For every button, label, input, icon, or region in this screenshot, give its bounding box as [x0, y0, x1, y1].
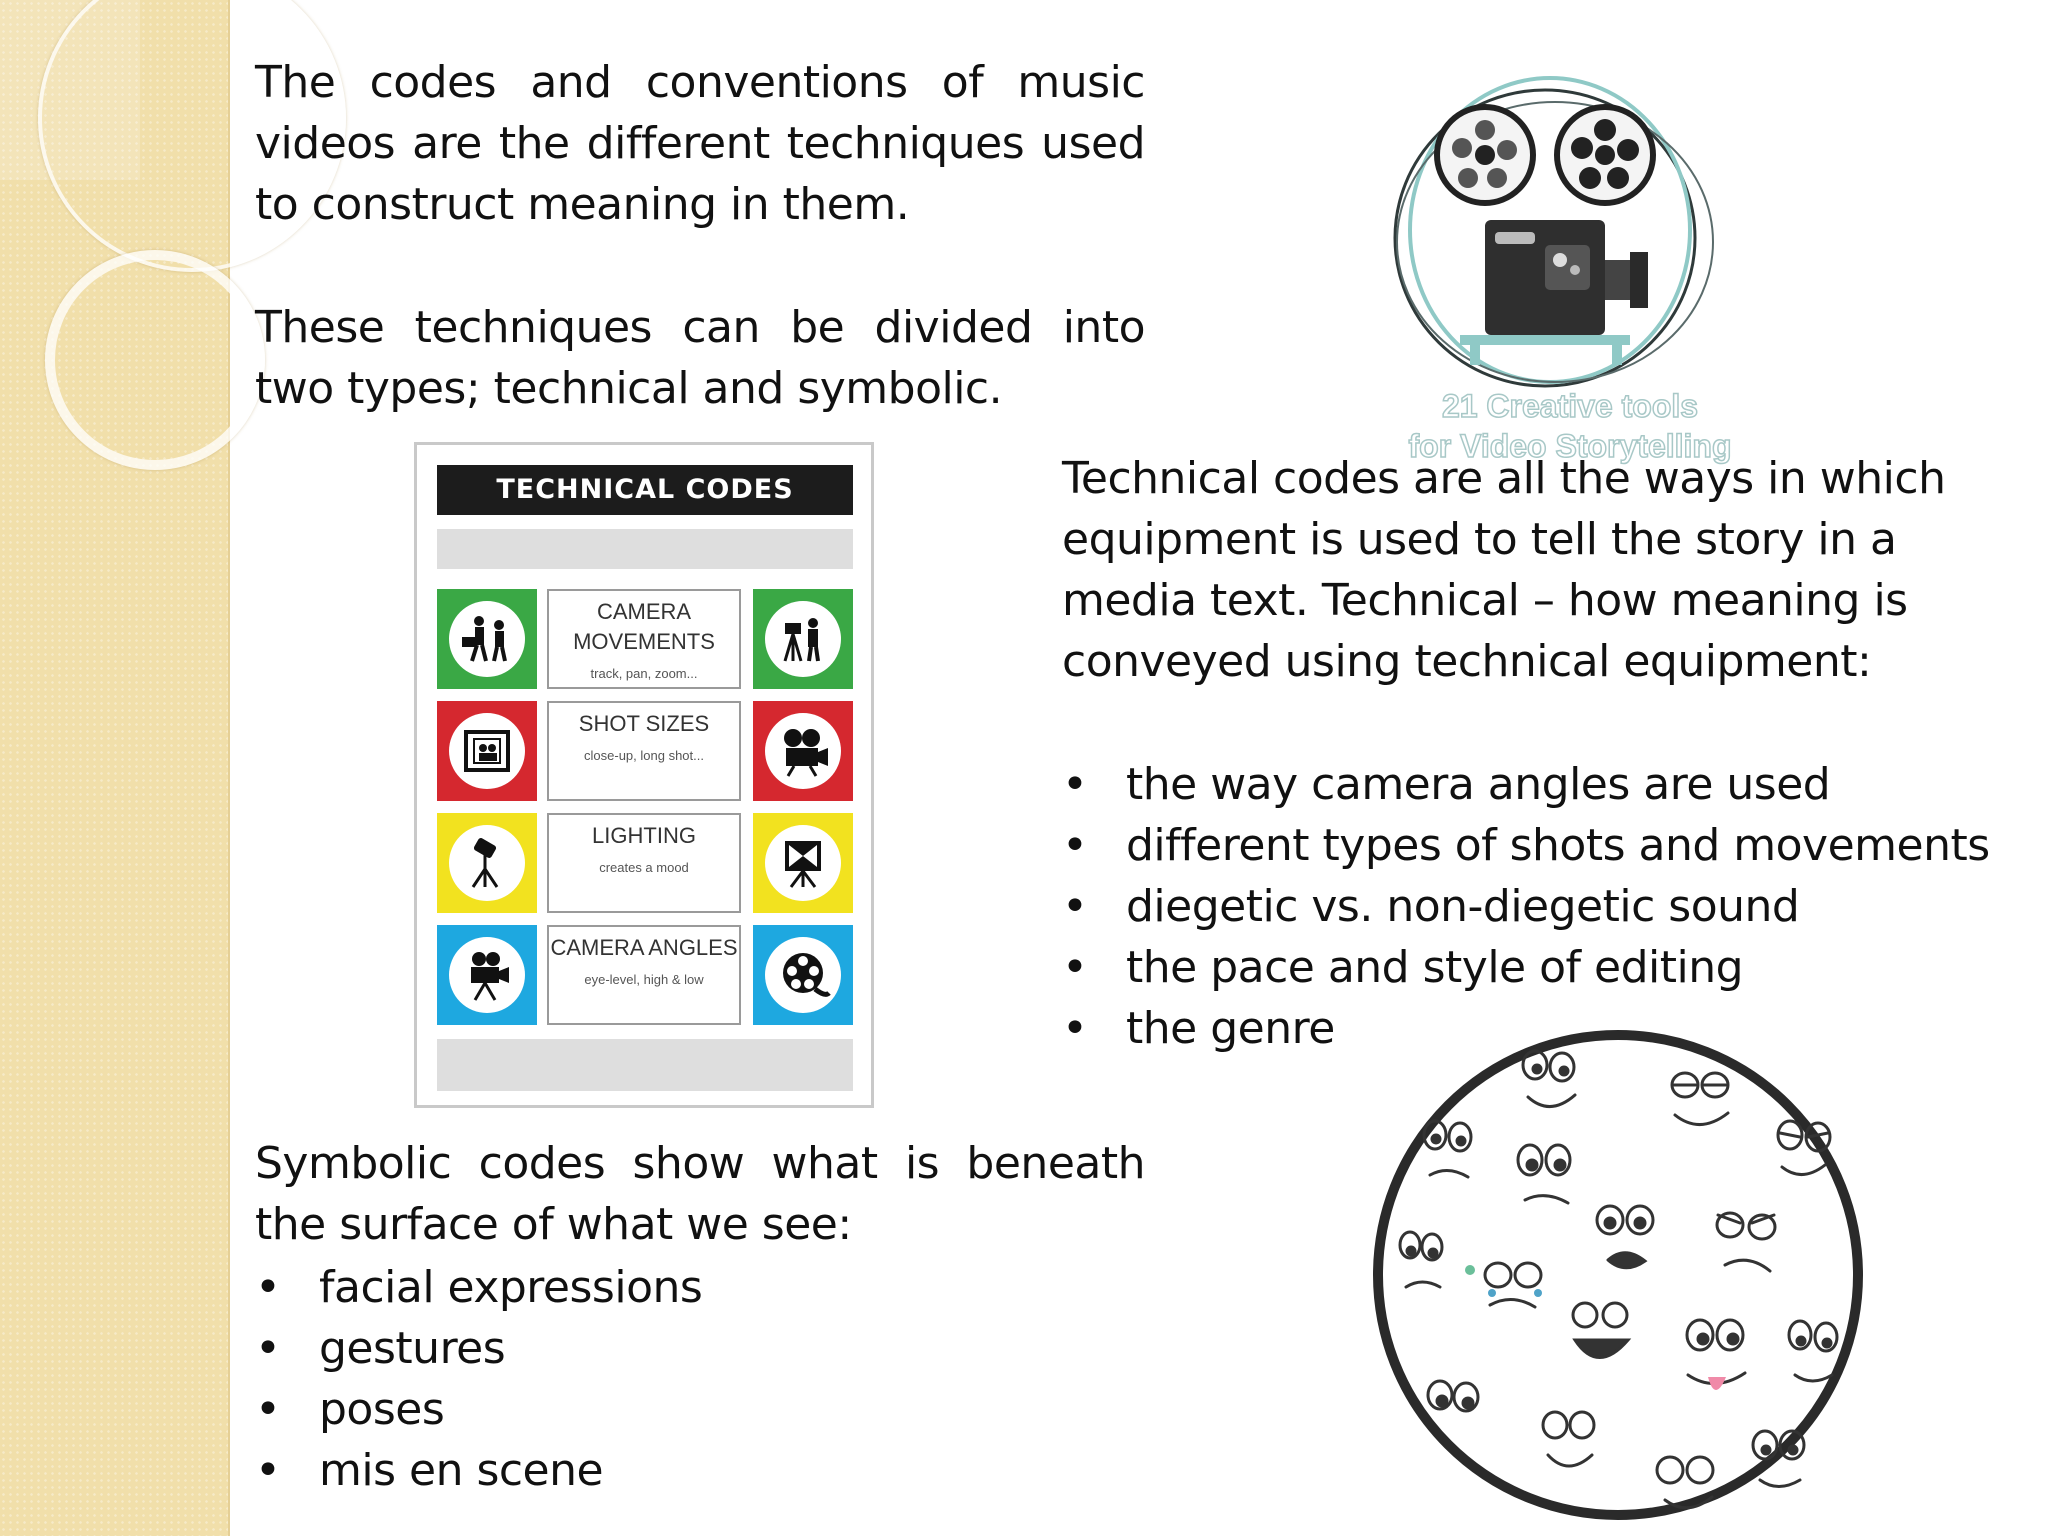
- side-band-edge: [228, 0, 230, 1536]
- camera-crew-icon: [437, 589, 537, 689]
- bullet: •: [255, 1323, 281, 1374]
- bullet: •: [255, 1445, 281, 1496]
- card-bottom-band: [437, 1039, 853, 1091]
- list-item-text: facial expressions: [319, 1262, 703, 1313]
- reel-right-icon: [1554, 104, 1656, 206]
- list-item-text: the genre: [1126, 1003, 1335, 1054]
- tripod-operator-icon: [753, 589, 853, 689]
- label-title: CAMERA ANGLES: [550, 935, 738, 960]
- intro-paragraph-1: The codes and conventions of music video…: [255, 57, 1146, 230]
- list-item: • mis en scene: [255, 1440, 702, 1501]
- film-projector-icon: [753, 701, 853, 801]
- list-item: • facial expressions: [255, 1257, 703, 1318]
- logo-caption-line-1: 21 Creative tools: [1441, 387, 1699, 425]
- list-item-text: mis en scene: [319, 1445, 604, 1496]
- label-subtitle: track, pan, zoom...: [590, 666, 698, 681]
- logo-caption-line-2: for Video Storytelling: [1408, 427, 1733, 465]
- label-subtitle: creates a mood: [599, 860, 689, 875]
- label-title: CAMERA MOVEMENTS: [573, 599, 715, 654]
- symbolic-codes-paragraph: Symbolic codes show what is beneath the …: [255, 1138, 1146, 1250]
- bullet: •: [255, 1384, 281, 1435]
- card-row-camera-movements: CAMERA MOVEMENTS track, pan, zoom...: [437, 589, 853, 689]
- bullet: •: [1062, 1003, 1088, 1054]
- film-frame-icon: [437, 701, 537, 801]
- list-item: • poses: [255, 1379, 702, 1440]
- list-item-text: different types of shots and movements: [1126, 820, 1990, 871]
- film-projector-logo-icon: [1393, 76, 1714, 388]
- camera-movements-label: CAMERA MOVEMENTS track, pan, zoom...: [547, 589, 741, 689]
- card-row-camera-angles: CAMERA ANGLES eye-level, high & low: [437, 925, 853, 1025]
- decorative-ring-small: [45, 250, 265, 470]
- list-item: • the pace and style of editing: [1062, 937, 1990, 998]
- symbolic-codes-list: • facial expressions • gestures • poses • mi…: [255, 1257, 703, 1501]
- label-subtitle: eye-level, high & low: [584, 972, 704, 987]
- technical-codes-paragraph: Technical codes are all the ways in whic…: [1062, 453, 1946, 687]
- list-item-text: gestures: [319, 1323, 506, 1374]
- list-item-text: the way camera angles are used: [1126, 759, 1831, 810]
- list-item: • diegetic vs. non-diegetic sound: [1062, 876, 1990, 937]
- cartoon-faces-expressions-icon: [1373, 1030, 1863, 1520]
- list-item: • the genre: [1062, 998, 1990, 1059]
- list-item-text: diegetic vs. non-diegetic sound: [1126, 881, 1800, 932]
- logo-caption: 21 Creative tools for Video Storytelling: [1320, 386, 1820, 466]
- label-title: LIGHTING: [592, 823, 696, 848]
- list-item-text: the pace and style of editing: [1126, 942, 1744, 993]
- label-title: SHOT SIZES: [578, 711, 710, 736]
- bullet: •: [1062, 759, 1088, 810]
- bullet: •: [255, 1262, 281, 1313]
- spotlight-icon: [437, 813, 537, 913]
- lighting-label: LIGHTING creates a mood: [547, 813, 741, 913]
- camera-angles-label: CAMERA ANGLES eye-level, high & low: [547, 925, 741, 1025]
- bullet: •: [1062, 942, 1088, 993]
- card-spacer-band: [437, 529, 853, 569]
- bullet: •: [1062, 820, 1088, 871]
- bullet: •: [1062, 881, 1088, 932]
- label-subtitle: close-up, long shot...: [584, 748, 704, 763]
- list-item: • the way camera angles are used: [1062, 754, 1990, 815]
- shot-sizes-label: SHOT SIZES close-up, long shot...: [547, 701, 741, 801]
- list-item: • different types of shots and movements: [1062, 815, 1990, 876]
- softbox-light-icon: [753, 813, 853, 913]
- list-item-text: poses: [319, 1384, 445, 1435]
- card-row-shot-sizes: SHOT SIZES close-up, long shot...: [437, 701, 853, 801]
- technical-codes-card: TECHNICAL CODES CAMERA MOVEMENTS track, …: [414, 442, 874, 1108]
- technical-codes-list: • the way camera angles are used • differe…: [1062, 754, 1990, 1059]
- reel-left-icon: [1434, 104, 1536, 206]
- movie-camera-icon: [437, 925, 537, 1025]
- film-reel-icon: [753, 925, 853, 1025]
- card-row-lighting: LIGHTING creates a mood: [437, 813, 853, 913]
- card-title: TECHNICAL CODES: [437, 465, 853, 515]
- intro-paragraph-2: These techniques can be divided into two…: [255, 302, 1146, 414]
- list-item: • gestures: [255, 1318, 702, 1379]
